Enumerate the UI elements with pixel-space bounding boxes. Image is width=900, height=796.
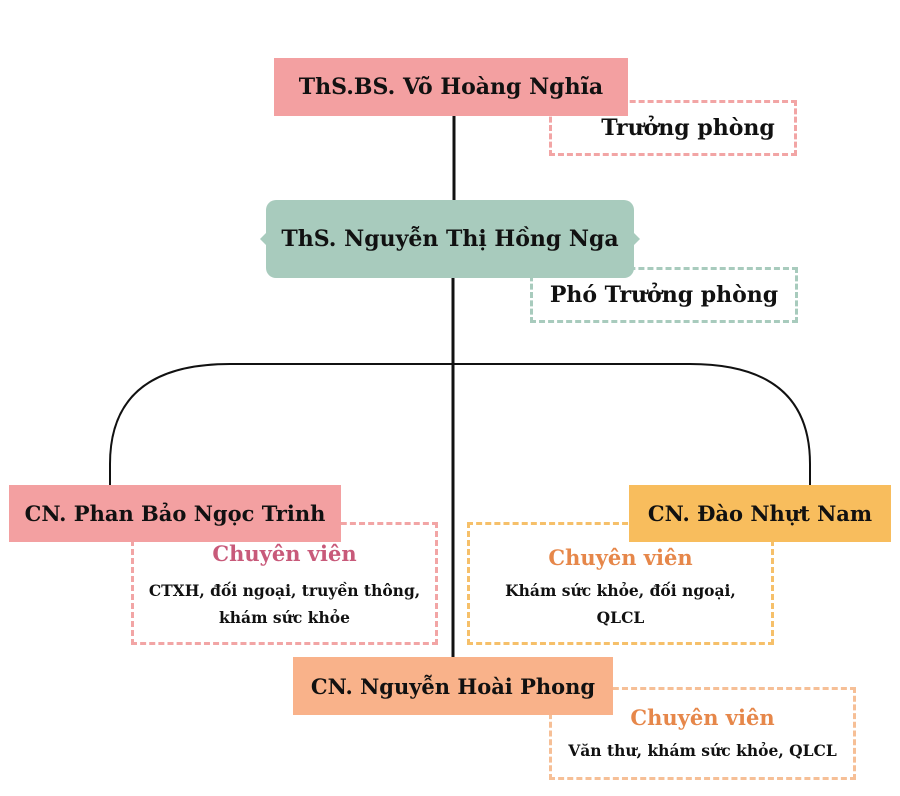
staff-left-title: Chuyên viên: [212, 541, 357, 566]
staff-bottom-duty-line: Văn thư, khám sức khỏe, QLCL: [568, 741, 837, 760]
head-role-label: Trưởng phòng: [601, 115, 775, 141]
staff-bottom-title: Chuyên viên: [630, 705, 775, 730]
staff-left-role-box: Chuyên viên CTXH, đối ngoại, truyền thôn…: [131, 522, 438, 645]
deputy-role-label: Phó Trưởng phòng: [549, 282, 779, 308]
head-name: ThS.BS. Võ Hoàng Nghĩa: [298, 74, 604, 100]
staff-right-duty-line: Khám sức khỏe, đối ngoại,: [505, 581, 736, 600]
staff-left-duty-line: CTXH, đối ngoại, truyền thông,: [148, 581, 421, 600]
staff-left-name-box: CN. Phan Bảo Ngọc Trinh: [9, 485, 341, 542]
staff-left-duty-line: khám sức khỏe: [219, 608, 350, 627]
staff-right-name-box: CN. Đào Nhựt Nam: [629, 485, 891, 542]
deputy-name-box: ThS. Nguyễn Thị Hồng Nga: [260, 200, 640, 278]
staff-right-duties: Khám sức khỏe, đối ngoại, QLCL: [470, 577, 771, 631]
deputy-role-box: Phó Trưởng phòng: [530, 267, 798, 323]
staff-left-duties: CTXH, đối ngoại, truyền thông, khám sức …: [134, 577, 435, 631]
connector-branch-arc: [109, 363, 811, 485]
staff-bottom-name: CN. Nguyễn Hoài Phong: [310, 673, 596, 699]
head-name-box: ThS.BS. Võ Hoàng Nghĩa: [274, 58, 628, 116]
deputy-name: ThS. Nguyễn Thị Hồng Nga: [281, 226, 619, 252]
staff-right-name: CN. Đào Nhựt Nam: [647, 501, 873, 526]
staff-bottom-name-box: CN. Nguyễn Hoài Phong: [293, 657, 613, 715]
staff-right-title: Chuyên viên: [548, 545, 693, 570]
staff-left-name: CN. Phan Bảo Ngọc Trinh: [24, 501, 326, 526]
staff-right-role-box: Chuyên viên Khám sức khỏe, đối ngoại, QL…: [467, 522, 774, 645]
staff-right-duty-line: QLCL: [596, 608, 645, 627]
staff-bottom-duties: Văn thư, khám sức khỏe, QLCL: [552, 737, 853, 764]
